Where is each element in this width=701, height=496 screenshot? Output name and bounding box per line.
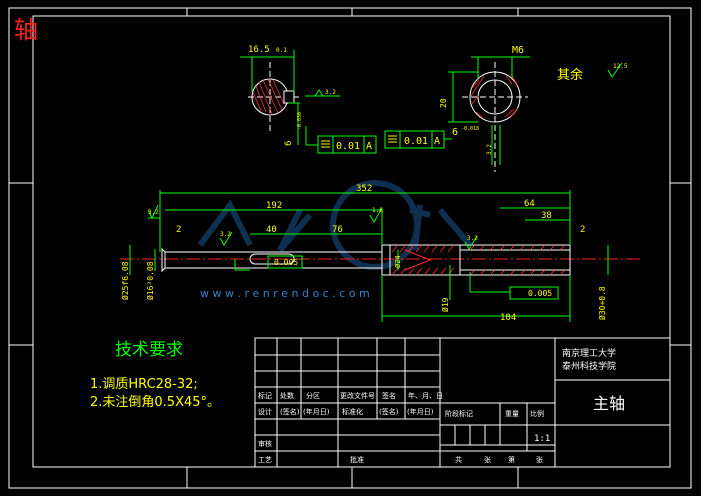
label-weight: 重量 [505, 410, 519, 418]
dim-overall: 352 [356, 184, 372, 194]
dim-dia-mid: Ø19 [440, 297, 450, 312]
label-standard-sign: (签名) [379, 407, 399, 416]
right-section-view [448, 56, 530, 172]
left-tolerance-value: 0.01 [336, 141, 360, 152]
watermark-logo [197, 180, 473, 270]
label-design-date: (年月日) [303, 407, 330, 416]
college-name: 泰州科技学院 [562, 360, 616, 372]
tech-requirement-1: 1.调质HRC28-32; [90, 377, 198, 392]
title-block-grid [254, 337, 671, 468]
dim-104: 104 [500, 313, 516, 323]
label-approve: 批准 [350, 455, 364, 464]
right-tolerance-datum: A [434, 136, 440, 147]
watermark-text: w w w . r e n r e n d o c . c o m [200, 287, 370, 300]
label-process: 工艺 [258, 456, 272, 464]
right-tolerance-value: 0.01 [404, 136, 428, 147]
left-roughness: 3.2 [325, 89, 336, 96]
label-standard: 标准化 [342, 407, 363, 416]
label-design: 设计 [258, 407, 272, 416]
right-tolerance-frame [384, 130, 452, 149]
part-name: 主轴 [593, 394, 625, 413]
right-roughness: 3.2 [486, 144, 493, 155]
sheet-total-suffix: 张 [484, 455, 491, 464]
dim-dia-small: Ø24 [394, 255, 402, 268]
main-dimension-lines [129, 190, 609, 322]
sheet-num-suffix: 张 [536, 455, 543, 464]
label-zone: 分区 [306, 391, 320, 400]
dim-dia-left-a: Ø25f6.08 [120, 261, 130, 300]
left-depth-dim: 6 [284, 141, 294, 146]
tech-requirements-title: 技术要求 [115, 340, 183, 360]
shaft-main-view [120, 244, 640, 276]
sheet-total-prefix: 共 [455, 455, 462, 464]
remaining-surface-label: 其余 [557, 67, 583, 83]
label-mark: 标记 [258, 391, 272, 400]
left-tolerance-datum: A [366, 141, 372, 152]
corner-title: 轴 [14, 16, 38, 44]
label-sign: 签名 [382, 391, 396, 400]
frame-ticks [9, 8, 691, 488]
right-width-tol: -0.018 [461, 126, 479, 132]
roughness-b: 3.2 [220, 231, 231, 238]
label-scale: 比例 [530, 409, 544, 418]
label-count: 处数 [280, 391, 294, 400]
label-change-doc: 更改文件号 [340, 391, 375, 400]
label-design-sign: (签名) [280, 407, 300, 416]
left-section-view [240, 50, 340, 145]
dim-dia-left-b: Ø16²0.08 [145, 261, 155, 300]
left-width-tol: 0.1 [276, 47, 287, 54]
dim-2-right: 2 [580, 225, 585, 235]
label-date: 年、月、日 [408, 391, 443, 400]
dim-64: 64 [524, 199, 535, 209]
runout-right-value: 0.005 [528, 289, 552, 298]
scale-value: 1:1 [534, 434, 550, 444]
label-standard-date: (年月日) [407, 407, 434, 416]
left-width-dim: 16.5 [248, 45, 270, 55]
dim-76: 76 [332, 225, 343, 235]
label-stage: 阶段标记 [445, 409, 473, 418]
remaining-roughness-symbol [607, 62, 623, 78]
school-name: 南京理工大学 [562, 347, 616, 359]
left-depth-tol: -0.030 [297, 112, 303, 130]
remaining-roughness-value: 12.5 [613, 63, 628, 70]
right-width-dim: 6 [452, 127, 458, 138]
runout-left-value: 0.005 [274, 258, 298, 267]
dim-38: 38 [541, 211, 552, 221]
outer-frame [8, 7, 692, 489]
right-thread: M6 [512, 45, 524, 56]
dim-dia-right: Ø30+0.8 [597, 286, 607, 320]
sheet-num-prefix: 第 [508, 455, 515, 464]
dim-2-left: 2 [176, 225, 181, 235]
right-depth-dim: 20 [439, 98, 448, 108]
label-review: 审核 [258, 439, 272, 448]
dim-192: 192 [266, 201, 282, 211]
roughness-d: 3.2 [467, 235, 478, 242]
dim-40: 40 [266, 225, 277, 235]
roughness-a: 3.2 [148, 209, 159, 216]
tech-requirement-2: 2.未注倒角0.5X45°。 [90, 395, 220, 410]
left-tolerance-frame [305, 126, 377, 154]
roughness-c: 1.6 [372, 207, 383, 214]
